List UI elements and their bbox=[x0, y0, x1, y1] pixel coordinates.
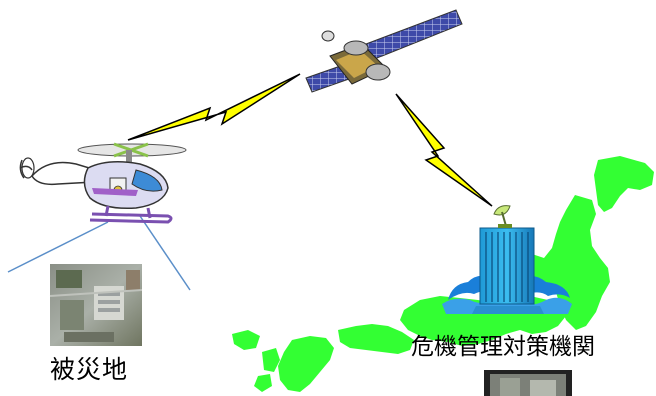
helicopter-icon bbox=[19, 142, 187, 224]
lightning-satellite-building bbox=[395, 93, 493, 207]
aerial-photo-icon bbox=[49, 264, 143, 346]
lightning-helicopter-satellite bbox=[127, 73, 301, 141]
view-lines bbox=[7, 215, 191, 291]
satellite-dish-icon bbox=[493, 205, 512, 228]
disaster-site-label: 被災地 bbox=[50, 355, 129, 384]
satellite-icon bbox=[305, 9, 463, 93]
building-icon bbox=[442, 205, 572, 314]
crisis-agency-label: 危機管理対策機関 bbox=[411, 334, 595, 360]
monitor-photo-icon bbox=[484, 370, 572, 396]
